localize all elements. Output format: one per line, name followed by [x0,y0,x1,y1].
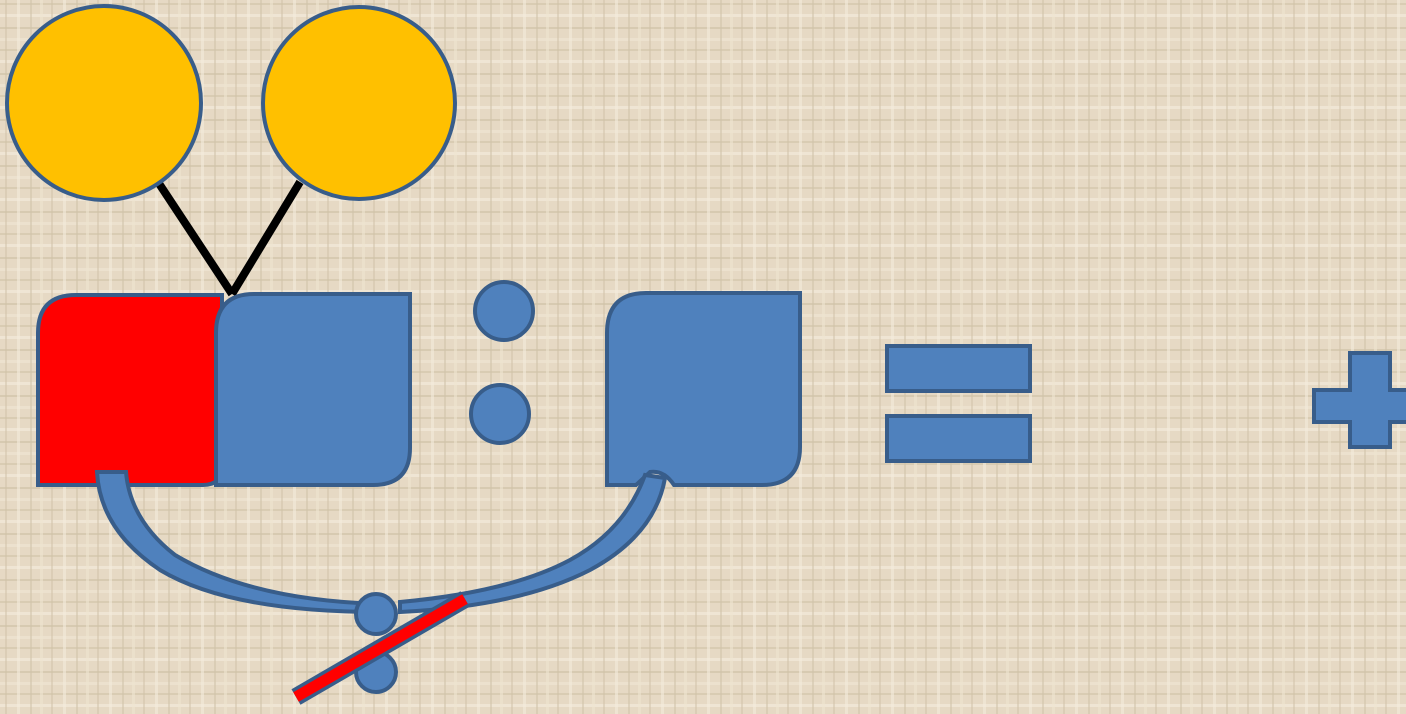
yellow-circle-right [263,7,455,199]
yellow-circle-left [7,6,201,200]
blue-rounded-block-left [216,294,410,485]
blue-rounded-block-right [607,293,800,485]
red-rounded-block [38,295,222,485]
